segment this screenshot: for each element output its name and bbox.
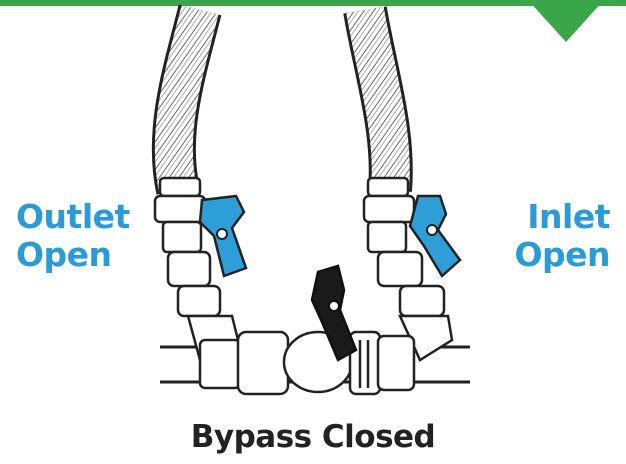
bypass-status-caption: Bypass Closed <box>0 419 626 455</box>
bypass-body <box>200 332 414 394</box>
inlet-label-line1: Inlet <box>514 198 610 236</box>
outlet-label-line2: Open <box>16 236 130 274</box>
inlet-label-line2: Open <box>514 236 610 274</box>
outlet-status-label: Outlet Open <box>16 198 130 274</box>
inlet-status-label: Inlet Open <box>514 198 610 274</box>
outlet-label-line1: Outlet <box>16 198 130 236</box>
